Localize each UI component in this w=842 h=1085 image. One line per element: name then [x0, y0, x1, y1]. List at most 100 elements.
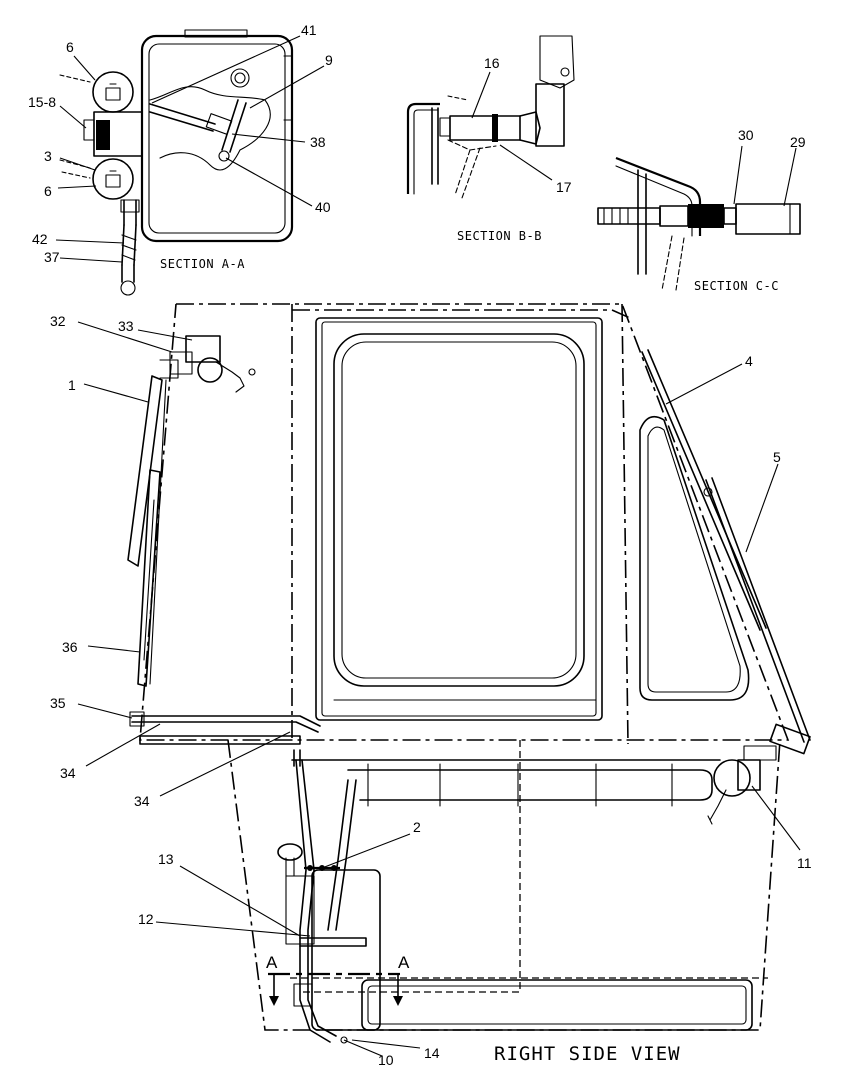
- callout-37: 37: [44, 249, 60, 265]
- main-washer-line: [347, 769, 713, 801]
- leader-1: [83, 383, 149, 403]
- callout-6-upper: 6: [66, 39, 74, 55]
- reservoir-neck: [285, 875, 315, 945]
- rear-arm-clip: [703, 487, 713, 497]
- reservoir-bracket: [299, 937, 367, 947]
- section-a-callouts: 41 9 6 15-8 38 3 6 40 42 37: [28, 22, 333, 265]
- section-c-c-detail: SECTION C-C: [597, 156, 801, 293]
- rear-window-seal: [647, 426, 741, 693]
- callout-33: 33: [118, 318, 134, 334]
- section-a-a-detail: SECTION A-A: [59, 29, 294, 296]
- door-outer-frame: [315, 317, 603, 721]
- phantom-upper-b: [447, 95, 469, 101]
- front-nozzle-fitting: [129, 711, 145, 727]
- wiper-pivot-upper: [539, 35, 575, 89]
- rear-wiper-motor: [713, 759, 751, 797]
- leader-3: [59, 157, 96, 171]
- leader-29: [783, 147, 797, 207]
- callout-40: 40: [315, 199, 331, 215]
- phantom-c: [661, 235, 685, 291]
- leader-10: [343, 1039, 383, 1057]
- callout-6-lower: 6: [44, 183, 52, 199]
- callout-3: 3: [44, 148, 52, 164]
- leader-17: [499, 144, 553, 181]
- leader-42: [55, 239, 125, 244]
- nozzle-tip: [519, 111, 541, 145]
- leader-33: [137, 329, 193, 341]
- leader-41: [151, 35, 301, 104]
- pickup-tube-lower: [149, 111, 214, 132]
- callout-34-right: 34: [134, 793, 150, 809]
- supply-hose-a: [295, 759, 331, 1043]
- fill-neck: [285, 857, 295, 877]
- rear-motor-wire: [707, 789, 727, 825]
- cab-outline-lower: [227, 739, 781, 1031]
- callout-34-left: 34: [60, 765, 76, 781]
- frame-member: [300, 740, 521, 993]
- leader-32: [77, 321, 173, 353]
- cut-arrow-left-head: [269, 996, 279, 1006]
- cut-arrow-right-head: [393, 996, 403, 1006]
- pivot-hole: [560, 67, 570, 77]
- front-arm-pivot: [159, 359, 179, 379]
- hose-clips: [367, 763, 673, 807]
- strainer-tube: [221, 99, 239, 151]
- fluid-level-outline: [149, 86, 271, 171]
- phantom-lines: [59, 74, 91, 179]
- hose-end-fitting: [120, 280, 136, 296]
- front-blade-edge: [149, 379, 167, 685]
- rear-wiper-arm: [705, 477, 811, 743]
- section-c-callouts: 30 29: [733, 127, 806, 207]
- hose-c-hatch: [603, 207, 629, 225]
- leader-2: [321, 833, 411, 869]
- strap-bolt-1: [307, 865, 313, 871]
- reservoir-top-strap: [184, 29, 248, 38]
- callout-29: 29: [790, 134, 806, 150]
- rear-window-glass: [639, 415, 750, 701]
- leader-35: [77, 703, 133, 719]
- grommet-b: [439, 117, 451, 137]
- leader-6a: [73, 55, 96, 81]
- leader-30: [733, 145, 743, 205]
- tube-29: [735, 203, 801, 235]
- leader-36: [87, 645, 141, 653]
- leader-37: [59, 257, 123, 263]
- door-frame-right: [621, 303, 629, 745]
- callout-42: 42: [32, 231, 48, 247]
- cab-outline-upper: [139, 303, 790, 741]
- front-motor-bracket: [169, 351, 193, 375]
- hose-c: [597, 207, 661, 225]
- reservoir-fill-cap: [277, 843, 303, 861]
- cab-panel-b-inner: [413, 109, 439, 195]
- callout-32: 32: [50, 313, 66, 329]
- bolt-head: [83, 119, 95, 141]
- lower-step-panel-inner: [367, 985, 747, 1025]
- hose-hatch: [121, 234, 137, 261]
- callout-12: 12: [138, 911, 154, 927]
- callout-16: 16: [484, 55, 500, 71]
- outlet-fitting: [120, 199, 140, 213]
- rear-motor-bracket: [743, 745, 777, 761]
- leader-38: [231, 133, 306, 143]
- callout-10: 10: [378, 1052, 394, 1068]
- pickup-tube: [149, 103, 216, 125]
- callout-30: 30: [738, 127, 754, 143]
- leader-9: [249, 65, 325, 109]
- pump-fitting: [293, 983, 313, 1007]
- hose-tip: [121, 264, 135, 283]
- leader-12: [155, 921, 311, 937]
- door-window-glass: [333, 333, 585, 687]
- callout-14: 14: [424, 1045, 440, 1061]
- pump-motor-upper: [92, 71, 134, 113]
- supply-hose-b: [327, 779, 349, 931]
- front-washer-hose-edge: [131, 721, 319, 733]
- rear-wiper-pivot: [769, 723, 811, 755]
- section-b-b-label: SECTION B-B: [457, 229, 542, 243]
- nozzle-nut: [492, 114, 498, 142]
- supply-hose-b-edge: [335, 779, 357, 931]
- leader-34a: [85, 723, 161, 767]
- strainer-end: [218, 150, 230, 162]
- callout-11: 11: [797, 855, 812, 871]
- rear-wiper-blade: [641, 351, 761, 631]
